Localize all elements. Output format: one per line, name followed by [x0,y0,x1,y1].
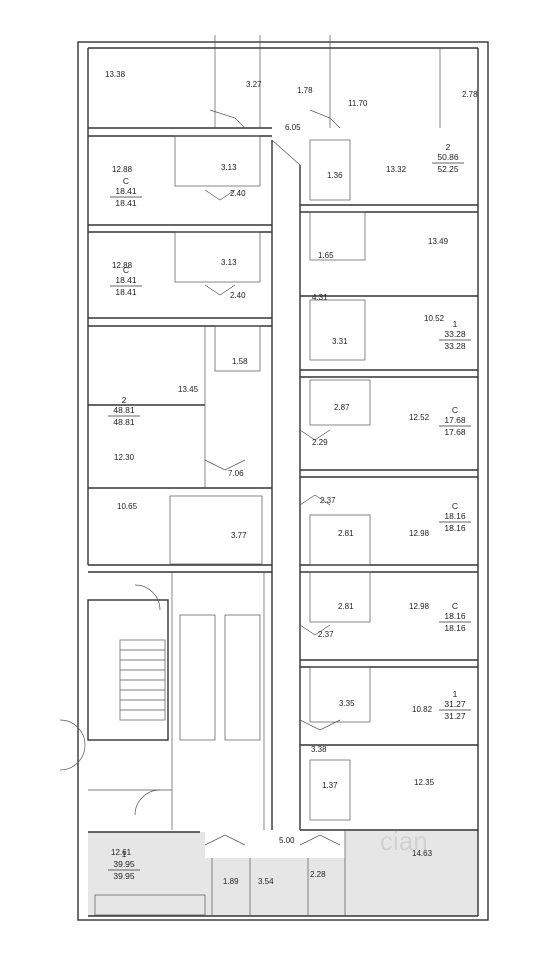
apartment-living: 18.16 [444,611,466,621]
apartment-total: 17.68 [444,427,466,437]
room-area-label: 12.61 [111,848,132,857]
room-area-label: 12.88 [112,261,133,270]
apartment-total: 18.41 [115,198,137,208]
apartment-living: 50.86 [437,152,459,162]
apartment-total: 33.28 [444,341,466,351]
room-area-label: 1.37 [322,781,338,790]
stair-core [59,572,265,830]
apartment-rooms: 2 [122,395,127,405]
apartment-rooms: 1 [453,319,458,329]
room-area-label: 6.05 [285,123,301,132]
room-area-label: 13.38 [105,70,126,79]
room-area-label: 2.87 [334,403,350,412]
room-area-label: 2.37 [320,496,336,505]
apartment-living: 17.68 [444,415,466,425]
apartment-rooms: С [123,176,129,186]
room-area-label: 11.70 [348,99,368,108]
apartment-rooms: С [452,601,458,611]
room-area-label: 3.38 [311,745,327,754]
apartment-total: 18.16 [444,523,466,533]
apartment-living: 31.27 [444,699,466,709]
room-area-label: 10.82 [412,705,433,714]
room-area-label: 1.65 [318,251,334,260]
room-area-label: 12.52 [409,413,430,422]
room-area-label: 12.88 [112,165,133,174]
room-area-label: 3.13 [221,163,237,172]
apartment-total: 18.16 [444,623,466,633]
room-area-label: 7.06 [228,469,244,478]
room-area-label: 2.81 [338,529,354,538]
room-area-label: 2.78 [462,90,478,99]
apartment-rooms: 1 [453,689,458,699]
apartment-total: 39.95 [113,871,135,881]
room-area-label: 12.35 [414,778,435,787]
apartment-living: 18.41 [115,186,137,196]
room-area-label: 5.00 [279,836,295,845]
apartment-total: 31.27 [444,711,466,721]
apartment-rooms: С [123,265,129,275]
room-area-label: 3.31 [332,337,348,346]
room-area-label: 12.30 [114,453,135,462]
corridor [271,139,301,830]
door-arcs [204,109,341,846]
room-area-label: 10.52 [424,314,445,323]
apartment-label: 250.86 52.25 [432,142,464,174]
watermark: cian [380,826,428,856]
apartment-labels: 250.8652.25С18.4118.41С18.4118.41133.283… [108,142,471,881]
building-outline [77,41,489,921]
apartment-rooms: С [452,405,458,415]
apartment-rooms: С [452,501,458,511]
room-area-label: 13.49 [428,237,449,246]
room-area-label: 12.98 [409,529,430,538]
room-area-label: 4.31 [312,293,328,302]
apartment-living: 48.81 [113,405,135,415]
right-partitions [300,139,478,831]
room-area-label: 1.58 [232,357,248,366]
left-partitions [88,35,441,573]
room-area-label: 3.35 [339,699,355,708]
apartment-total: 52.25 [437,164,459,174]
room-area-label: 13.32 [386,165,407,174]
room-area-label: 3.77 [231,531,247,540]
room-area-label: 14.63 [412,849,433,858]
apartment-living: 18.16 [444,511,466,521]
room-area-label: 2.81 [338,602,354,611]
room-area-label: 2.40 [230,291,246,300]
apartment-rooms: 2 [446,142,451,152]
apartment-living: 39.95 [113,859,135,869]
room-area-label: 2.28 [310,870,326,879]
room-area-label: 10.65 [117,502,138,511]
room-area-label: 1.78 [297,86,313,95]
apartment-total: 18.41 [115,287,137,297]
room-area-label: 2.37 [318,630,334,639]
room-area-label: 3.13 [221,258,237,267]
room-area-label: 1.89 [223,877,239,886]
apartment-rooms: 1 [122,849,127,859]
room-area-label: 1.36 [327,171,343,180]
room-area-label: 12.98 [409,602,430,611]
room-area-label: 2.29 [312,438,328,447]
apartment-total: 48.81 [113,417,135,427]
bottom-partitions [88,830,346,916]
apartment-living: 18.41 [115,275,137,285]
room-area-label: 13.45 [178,385,199,394]
highlighted-bath-zone [212,870,342,916]
room-area-label: 2.40 [230,189,246,198]
room-area-label: 3.27 [246,80,262,89]
room-area-label: 3.54 [258,877,274,886]
apartment-living: 33.28 [444,329,466,339]
